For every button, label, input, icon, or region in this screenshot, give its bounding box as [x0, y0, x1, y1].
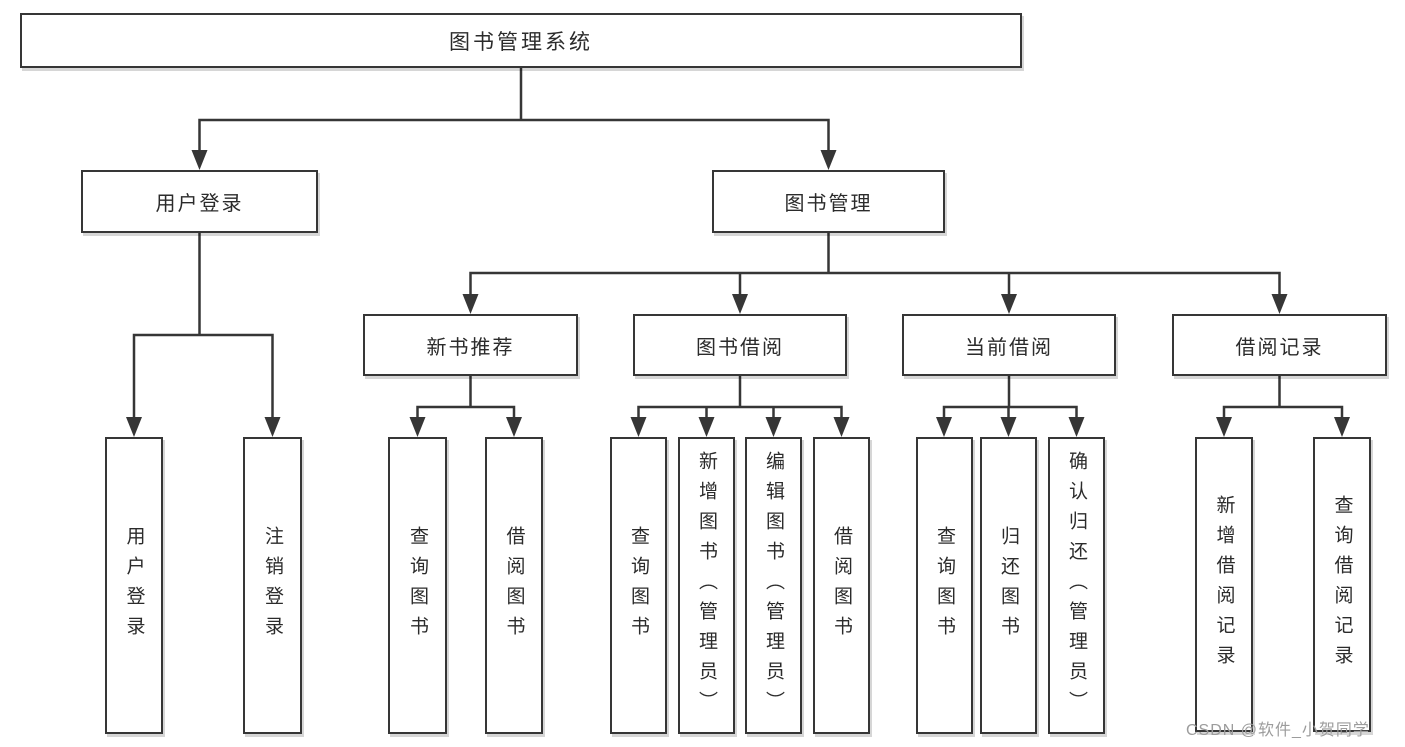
node-label: 图书管理 [784, 193, 873, 215]
node-new-book-recommendation: 新书推荐 [363, 314, 578, 376]
node-label: 用户登录 [155, 193, 244, 215]
node-library-system: 图书管理系统 [20, 13, 1022, 68]
node-query-borrow-record: 查询借阅记录 [1313, 437, 1371, 732]
node-return-books: 归还图书 [980, 437, 1037, 734]
node-label: 确认归还（管理员） [1066, 450, 1087, 721]
node-label: 新增图书（管理员） [696, 450, 717, 721]
connector-lines [132, 66, 1344, 423]
node-label: 用户登录 [123, 525, 145, 646]
node-label: 编辑图书（管理员） [763, 450, 784, 721]
node-user-login: 用户登录 [81, 170, 318, 233]
node-label: 新增借阅记录 [1213, 494, 1235, 675]
watermark-text: CSDN @软件_小贺同学 [1186, 722, 1370, 739]
node-label: 借阅记录 [1235, 336, 1324, 359]
node-query-books-current: 查询图书 [916, 437, 973, 734]
node-label: 查询图书 [934, 525, 955, 646]
node-label: 图书管理系统 [449, 30, 593, 54]
node-add-books-admin: 新增图书（管理员） [678, 437, 735, 734]
node-book-borrowing: 图书借阅 [633, 314, 847, 376]
node-label: 查询借阅记录 [1331, 494, 1353, 675]
node-current-borrowing: 当前借阅 [902, 314, 1116, 376]
node-label: 新书推荐 [426, 336, 515, 359]
node-query-books-borrowing: 查询图书 [610, 437, 667, 734]
node-label: 借阅图书 [831, 525, 852, 646]
node-add-borrow-record: 新增借阅记录 [1195, 437, 1253, 732]
node-borrow-books-recommend: 借阅图书 [485, 437, 543, 734]
node-confirm-return-admin: 确认归还（管理员） [1048, 437, 1105, 734]
node-label: 注销登录 [262, 525, 283, 646]
node-label: 借阅图书 [503, 525, 525, 646]
node-user-login-action: 用户登录 [105, 437, 163, 734]
node-label: 归还图书 [998, 525, 1019, 646]
node-label: 当前借阅 [965, 336, 1053, 359]
node-book-management: 图书管理 [712, 170, 945, 233]
node-borrowing-records: 借阅记录 [1172, 314, 1387, 376]
node-borrow-books-action: 借阅图书 [813, 437, 870, 734]
node-query-books-recommend: 查询图书 [388, 437, 447, 734]
node-edit-books-admin: 编辑图书（管理员） [745, 437, 802, 734]
node-label: 查询图书 [407, 525, 428, 646]
node-label: 图书借阅 [696, 336, 784, 359]
node-label: 查询图书 [628, 525, 649, 646]
node-logout-action: 注销登录 [243, 437, 302, 734]
